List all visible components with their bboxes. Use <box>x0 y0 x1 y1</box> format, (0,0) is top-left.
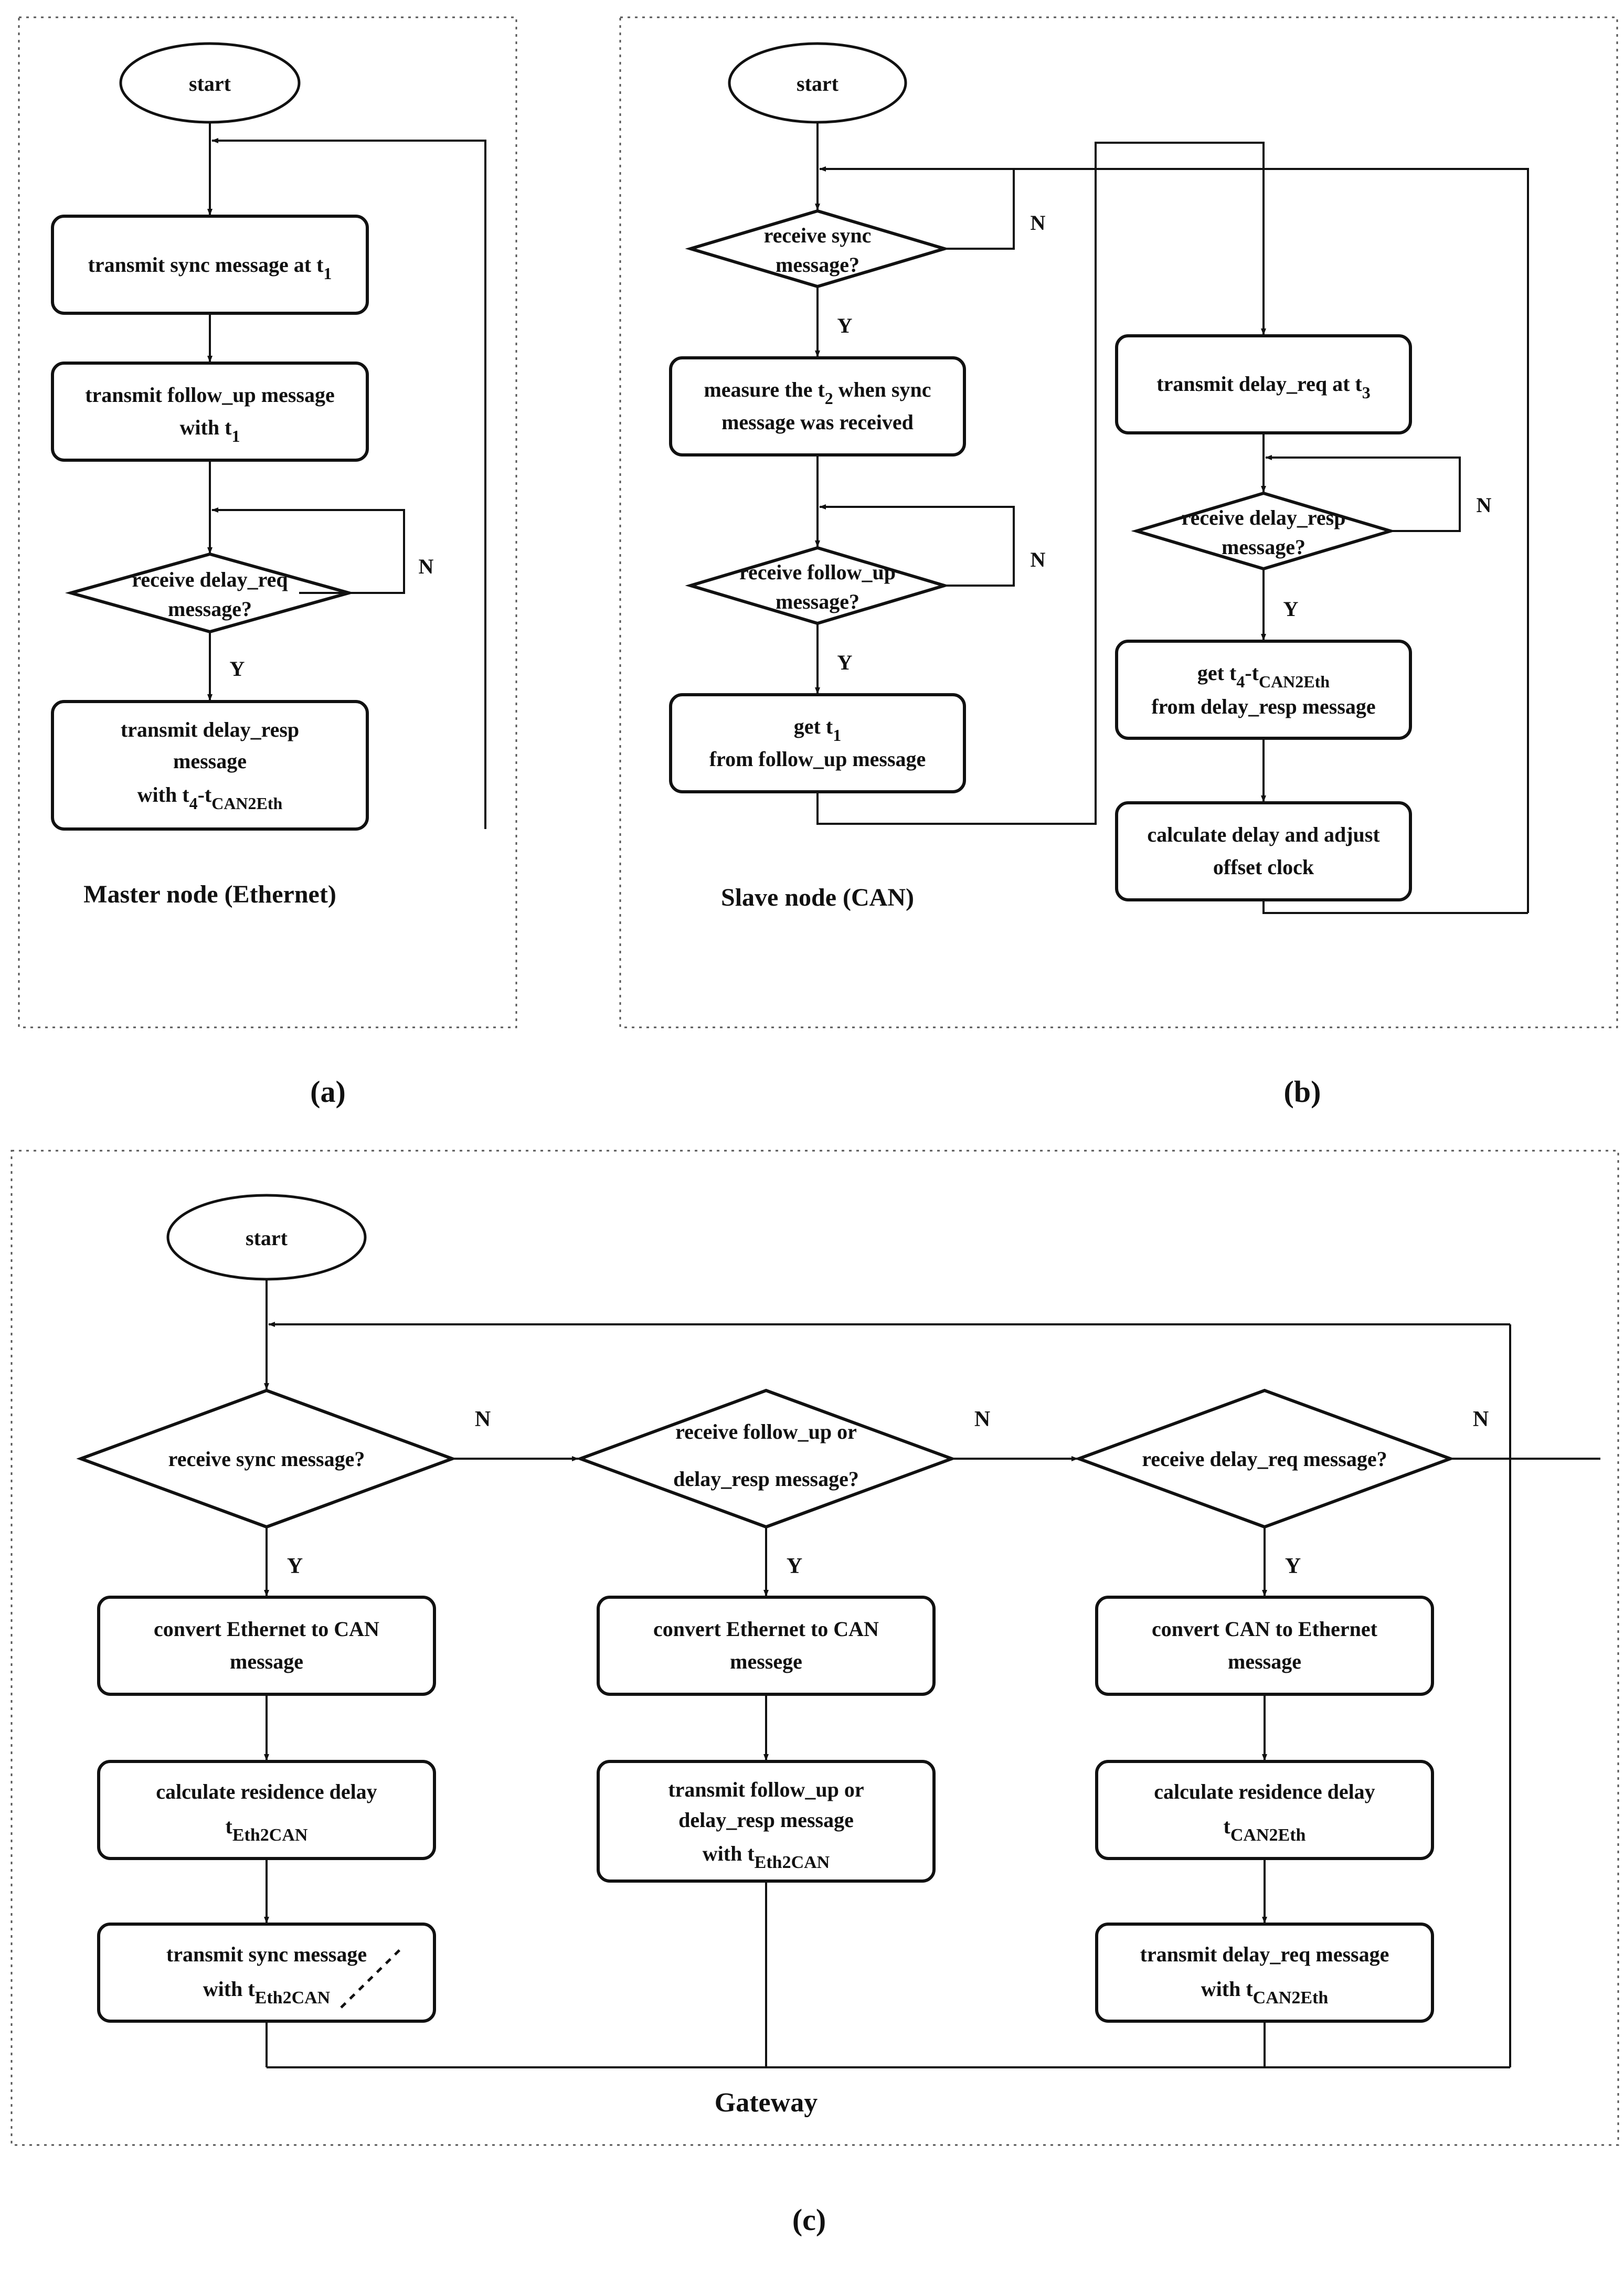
panel-c: start receive sync message? N Y convert … <box>10 1150 1619 2146</box>
edge-loopback-outer-b <box>819 166 1529 913</box>
panel-c-title: Gateway <box>715 2088 818 2118</box>
panel-c-caption: (c) <box>792 2203 826 2237</box>
panel-a-title: Master node (Ethernet) <box>83 880 336 908</box>
start-label-c: start <box>246 1226 288 1250</box>
process-calc-residence-c2-line2: tEth2CAN <box>226 1814 308 1845</box>
edge-label-no-b3: N <box>1477 493 1492 517</box>
process-transmit-followup-delayresp-m2-line3: with tEth2CAN <box>703 1842 830 1872</box>
process-transmit-followup-delayresp-m2-line2: delay_resp message <box>678 1808 854 1832</box>
stray-dashed-artifact-c3 <box>340 1949 401 2009</box>
decision-receive-followup-delayresp-c-line1: receive follow_up or <box>675 1420 857 1443</box>
decision-receive-sync-c-label: receive sync message? <box>168 1447 365 1471</box>
edge-label-yes-c1: Y <box>287 1554 303 1578</box>
edge-label-no-a: N <box>419 555 434 578</box>
process-transmit-delayreq-b-text: transmit delay_req at t3 <box>1156 372 1370 402</box>
process-transmit-delayreq-r3-line2: with tCAN2Eth <box>1201 1977 1329 2008</box>
process-transmit-delayresp-a <box>51 700 369 831</box>
process-transmit-sync-c3-line1: transmit sync message <box>166 1942 367 1966</box>
edge-p5-out-b <box>1262 900 1528 914</box>
process-calculate-delay-b-line2: offset clock <box>1213 855 1314 879</box>
edge-label-no-b1: N <box>1031 211 1046 235</box>
process-get-t1-b-line1: get t1 <box>794 715 841 745</box>
edge-label-no-c2: N <box>974 1407 990 1431</box>
edge-label-yes-c2: Y <box>787 1554 802 1578</box>
edge-no-loop-b3 <box>1265 455 1461 532</box>
decision-receive-delayreq-c-label: receive delay_req message? <box>1142 1447 1387 1471</box>
process-transmit-sync-a-text: transmit sync message at t1 <box>88 253 332 283</box>
process-transmit-followup-a-line2: with t1 <box>180 416 240 445</box>
decision-receive-followup-delayresp-c-line2: delay_resp message? <box>673 1467 859 1491</box>
panel-b: start receive sync message? N Y measure … <box>619 16 1618 1028</box>
process-convert-eth-can-m1-line2: messege <box>730 1650 802 1673</box>
decision-receive-delayreq-a-line2: message? <box>168 597 252 621</box>
process-measure-t2-b-line2: message was received <box>721 410 914 434</box>
process-convert-can-eth-r1-line2: message <box>1228 1650 1301 1673</box>
process-transmit-followup-delayresp-m2-line1: transmit follow_up or <box>668 1778 864 1801</box>
process-convert-eth-can-c1-line2: message <box>230 1650 303 1673</box>
edge-crossover-b <box>816 142 1266 825</box>
process-convert-eth-can-c1-line1: convert Ethernet to CAN <box>154 1617 379 1641</box>
process-calc-residence-r2-line1: calculate residence delay <box>1154 1780 1375 1803</box>
process-transmit-delayresp-a-line1: transmit delay_resp <box>121 718 299 741</box>
process-get-t1-b-line2: from follow_up message <box>709 747 926 771</box>
process-transmit-delayresp-a-line3: with t4-tCAN2Eth <box>137 783 283 813</box>
process-get-t4-b-line1: get t4-tCAN2Eth <box>1197 661 1330 691</box>
decision-receive-delayreq-a-line1: receive delay_req <box>132 568 288 591</box>
decision-receive-sync-b-line1: receive sync <box>764 224 872 247</box>
edge-label-yes-c3: Y <box>1285 1554 1301 1578</box>
panel-b-caption: (b) <box>1284 1075 1321 1109</box>
decision-receive-delayresp-b-line1: receive delay_resp <box>1182 506 1346 529</box>
process-get-t4-b-line2: from delay_resp message <box>1151 695 1375 718</box>
edge-label-no-b2: N <box>1031 548 1046 571</box>
edge-loopback-outer-a <box>211 138 486 829</box>
process-calculate-delay-b-line1: calculate delay and adjust <box>1147 823 1380 846</box>
decision-receive-sync-b-line2: message? <box>776 253 859 277</box>
decision-receive-followup-b-line1: receive follow_up <box>739 560 896 584</box>
edge-label-yes-a: Y <box>230 657 245 681</box>
edge-no-loop-b1 <box>820 168 1015 250</box>
panel-a: start transmit sync message at t1 transm… <box>18 16 517 1028</box>
decision-receive-delayresp-b-line2: message? <box>1222 535 1305 559</box>
edge-label-no-c1: N <box>475 1407 491 1431</box>
decision-receive-followup-b-line2: message? <box>776 590 859 613</box>
start-label-b: start <box>797 72 839 95</box>
process-calc-residence-c2-line1: calculate residence delay <box>156 1780 377 1803</box>
process-transmit-followup-a-line1: transmit follow_up message <box>85 383 335 407</box>
process-measure-t2-b-line1: measure the t2 when sync <box>704 378 931 408</box>
edge-label-yes-b1: Y <box>837 314 853 337</box>
panel-a-border <box>18 16 517 1028</box>
start-label-a: start <box>189 72 231 95</box>
process-transmit-delayresp-a-line2: message <box>173 749 247 773</box>
panel-b-title: Slave node (CAN) <box>721 884 914 911</box>
process-transmit-delayreq-r3-line1: transmit delay_req message <box>1140 1942 1389 1966</box>
edge-label-no-c3: N <box>1473 1407 1489 1431</box>
edge-no-loop-b2 <box>819 504 1015 587</box>
panel-c-border <box>10 1150 1619 2146</box>
edge-label-yes-b2: Y <box>837 651 853 674</box>
panel-a-caption: (a) <box>310 1075 346 1109</box>
process-calc-residence-r2-line2: tCAN2Eth <box>1224 1814 1306 1845</box>
process-convert-eth-can-m1-line1: convert Ethernet to CAN <box>653 1617 879 1641</box>
process-transmit-sync-c3-line2: with tEth2CAN <box>203 1977 331 2008</box>
edge-label-yes-b3: Y <box>1283 597 1299 621</box>
panel-b-border <box>619 16 1618 1028</box>
process-convert-can-eth-r1-line1: convert CAN to Ethernet <box>1152 1617 1378 1641</box>
